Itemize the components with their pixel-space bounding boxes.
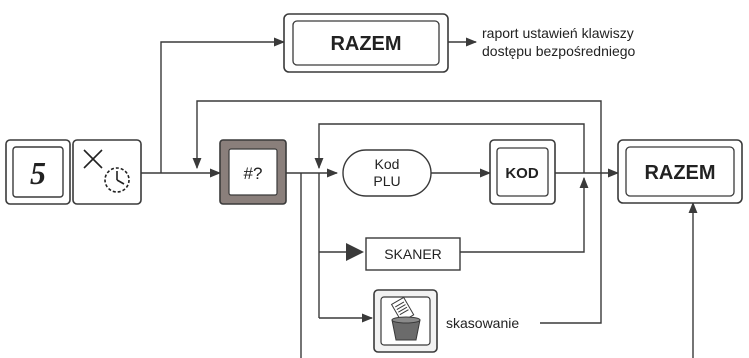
key-kod-label: KOD <box>505 165 539 182</box>
key-delete[interactable] <box>373 289 438 353</box>
key-hash-question-label: #? <box>244 164 263 183</box>
trash-basket-icon <box>390 296 421 341</box>
skaner-label: SKANER <box>384 246 442 262</box>
line-skaner-return <box>460 176 589 253</box>
key-five-label: 5 <box>30 155 46 191</box>
line-inner-loop <box>314 123 585 173</box>
key-kod[interactable]: KOD <box>489 139 556 205</box>
skaner-box: SKANER <box>365 237 461 271</box>
key-razem-top-label: RAZEM <box>330 33 401 55</box>
key-razem-top[interactable]: RAZEM <box>283 13 449 73</box>
key-five[interactable]: 5 <box>5 139 71 205</box>
connectors <box>141 37 698 358</box>
report-text-line2: dostępu bezpośredniego <box>482 43 636 59</box>
key-hash-question[interactable]: #? <box>219 139 287 205</box>
report-text-line1: raport ustawień klawiszy <box>482 25 634 41</box>
key-razem-right-label: RAZEM <box>644 162 715 184</box>
kod-plu-line2: PLU <box>373 173 400 189</box>
multiply-clock-icon <box>83 149 130 193</box>
skaner-big-arrowhead <box>346 243 364 261</box>
delete-label: skasowanie <box>446 315 519 331</box>
kod-plu-input: Kod PLU <box>342 149 432 197</box>
kod-plu-line1: Kod <box>375 156 400 172</box>
key-multiply-clock[interactable] <box>72 139 142 205</box>
line-delete-return <box>540 173 602 324</box>
key-razem-right[interactable]: RAZEM <box>617 139 743 204</box>
line-outer-loop <box>192 100 602 173</box>
line-to-top-razem <box>160 37 286 173</box>
